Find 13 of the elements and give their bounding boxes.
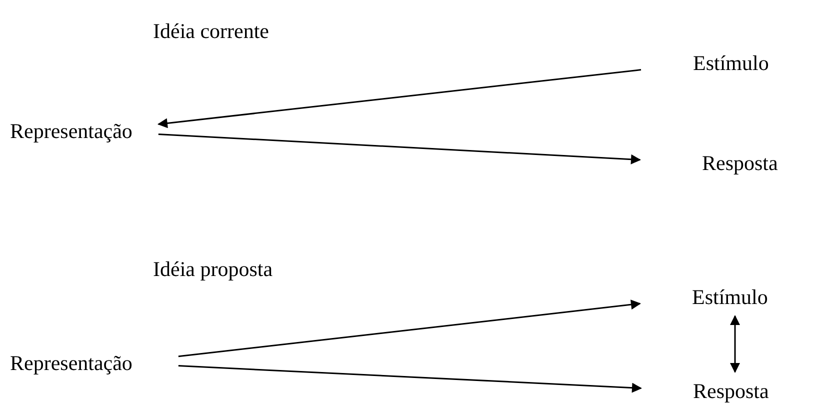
arrow <box>158 133 641 164</box>
node-label: Estímulo <box>692 284 768 310</box>
node-label: Representação <box>10 350 132 376</box>
node-label: Representação <box>10 118 132 144</box>
section-heading: Idéia corrente <box>153 18 270 44</box>
node-label: Resposta <box>693 378 769 404</box>
arrow <box>178 365 642 393</box>
node-label: Resposta <box>702 150 778 176</box>
arrow <box>157 69 642 128</box>
arrow <box>178 300 641 358</box>
node-label: Estímulo <box>693 50 769 76</box>
arrow <box>730 315 740 373</box>
section-heading: Idéia proposta <box>153 256 273 282</box>
